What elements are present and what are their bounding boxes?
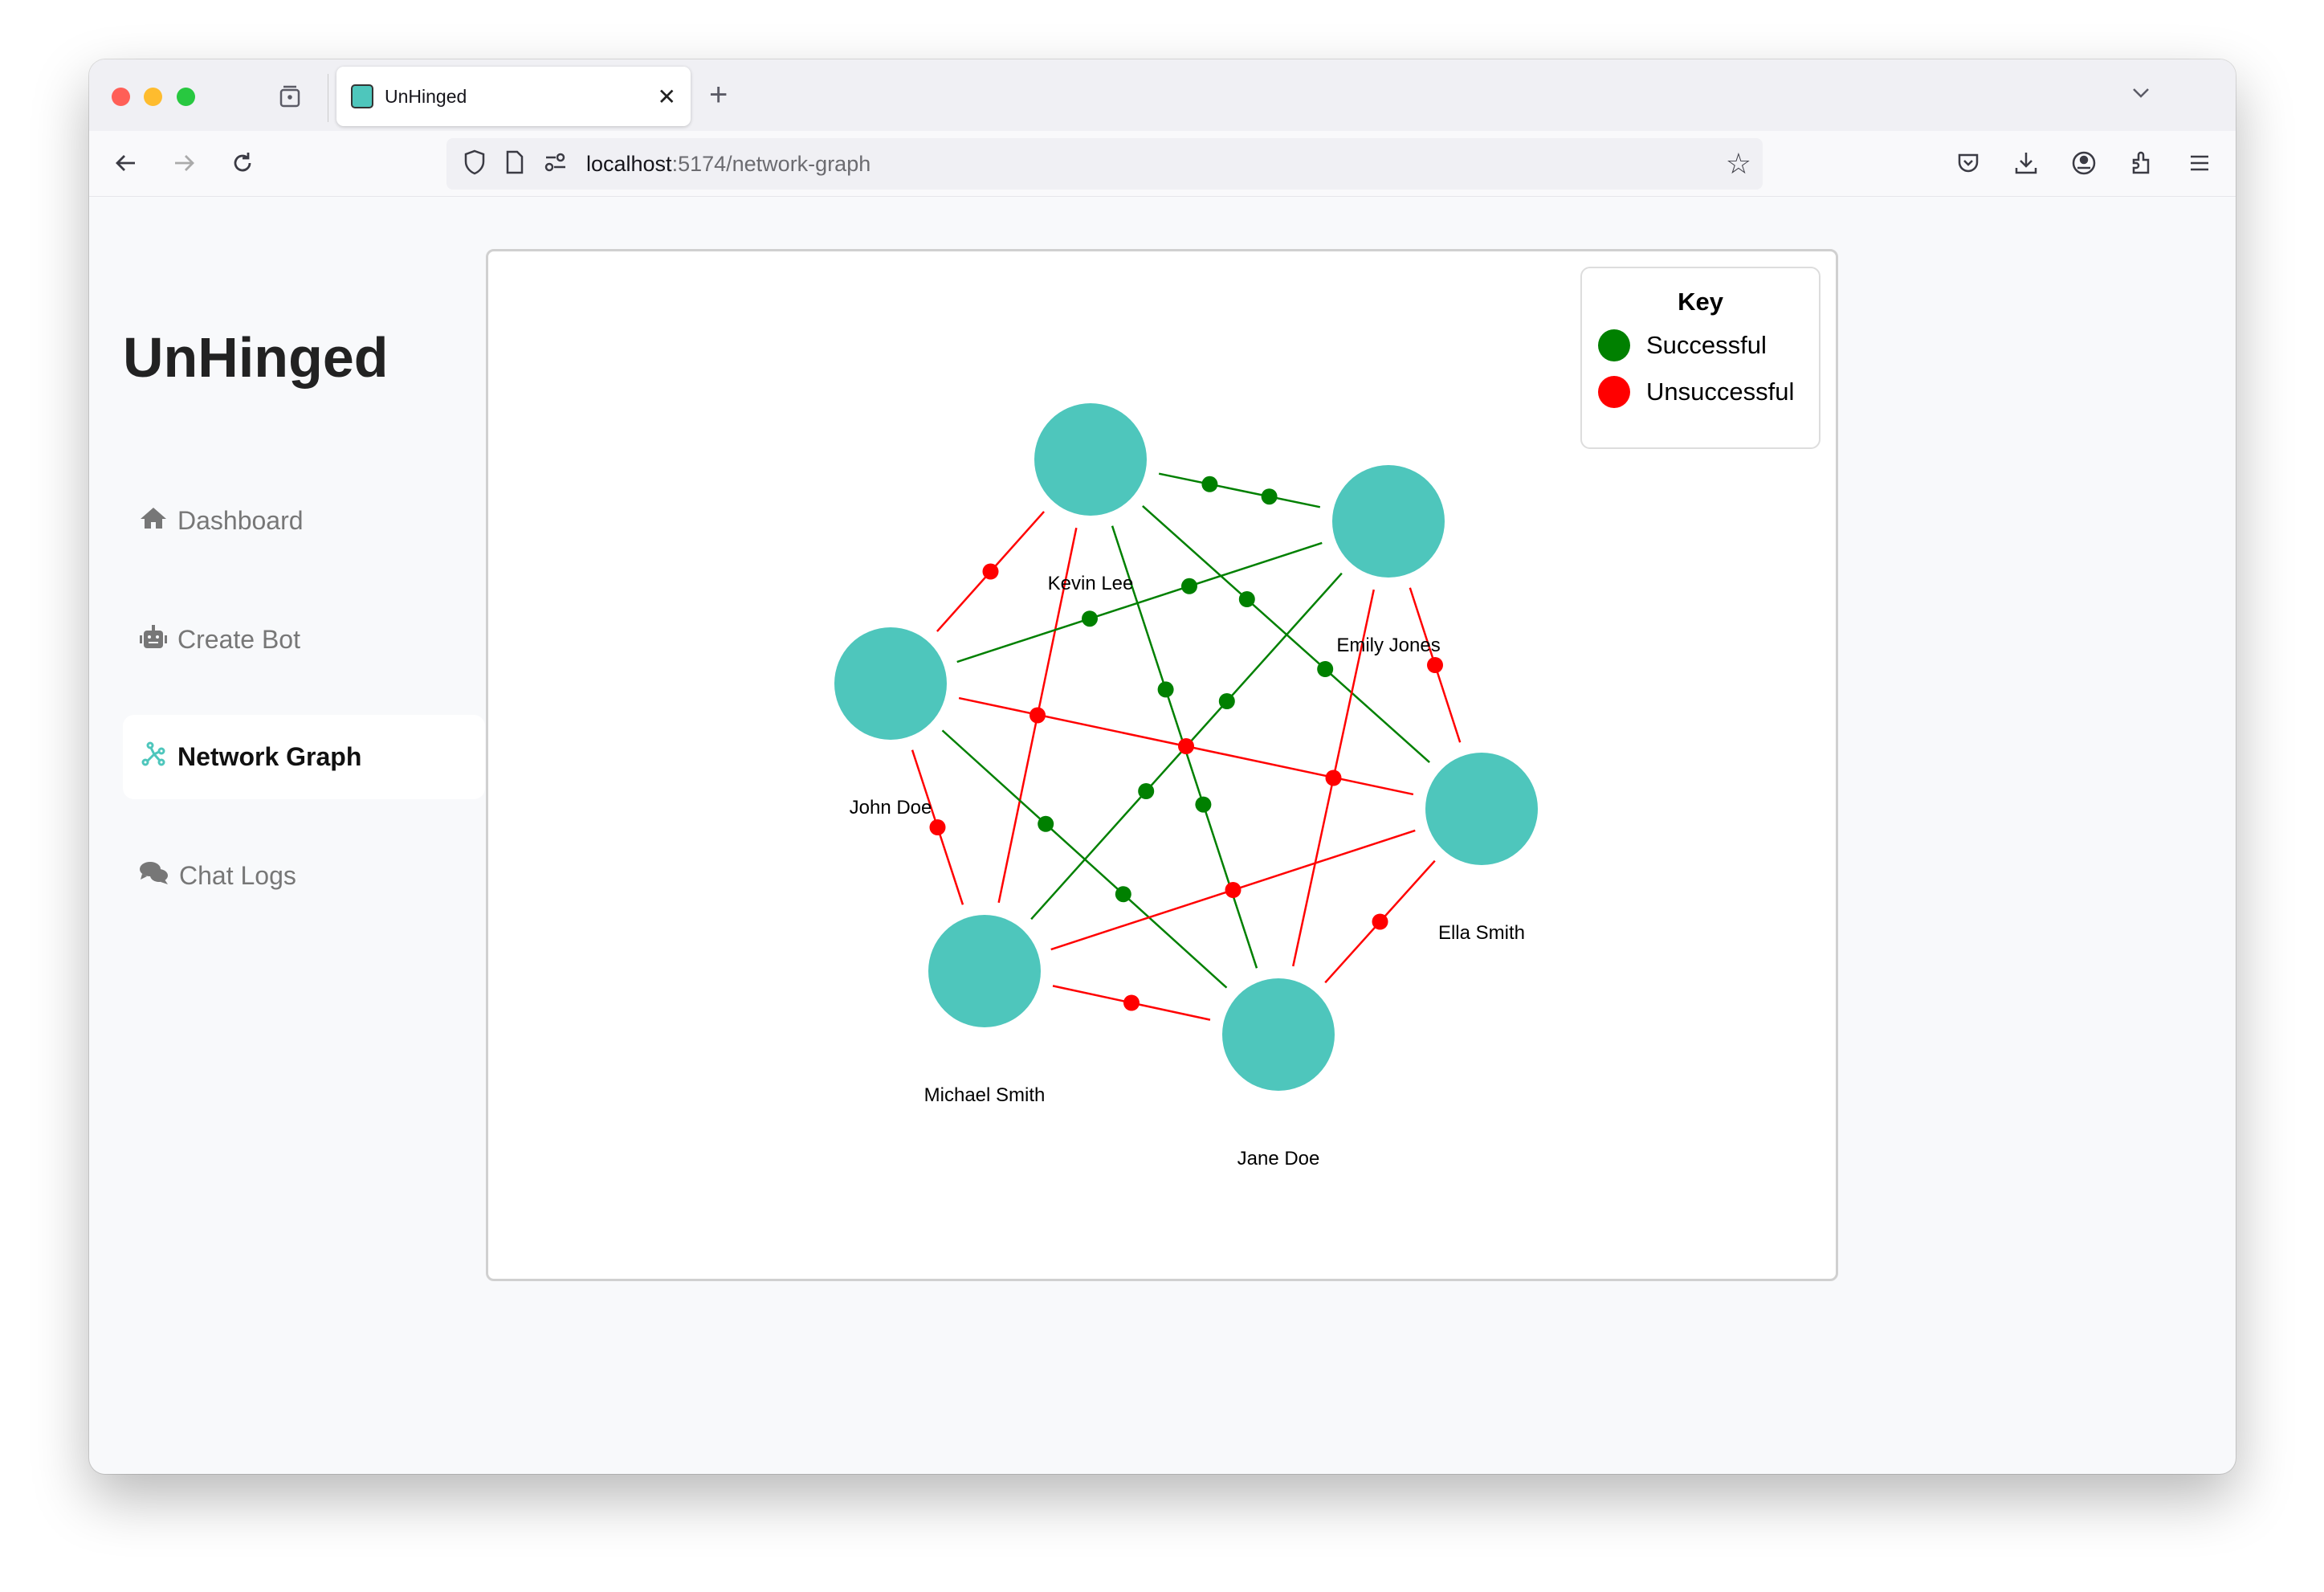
edge-marker-successful bbox=[1181, 578, 1197, 594]
edge-successful bbox=[956, 541, 1323, 663]
edge-successful bbox=[941, 729, 1228, 989]
sidebar-item-dashboard[interactable]: Dashboard bbox=[123, 479, 485, 563]
node-label: Ella Smith bbox=[1438, 922, 1525, 944]
node-label: John Doe bbox=[850, 797, 932, 818]
sidebar-item-label: Dashboard bbox=[177, 506, 304, 535]
download-icon[interactable] bbox=[2010, 147, 2042, 179]
close-window-button[interactable] bbox=[112, 88, 130, 106]
legend-item-unsuccessful: Unsuccessful bbox=[1598, 376, 1803, 408]
edge-marker-unsuccessful bbox=[1325, 769, 1342, 786]
edge-marker-unsuccessful bbox=[1123, 994, 1140, 1011]
browser-window: UnHinged ✕ + localhost:5174/network-grap… bbox=[89, 59, 2236, 1474]
robot-icon bbox=[139, 624, 168, 656]
legend-label: Unsuccessful bbox=[1646, 378, 1795, 406]
edge-marker-successful bbox=[1218, 693, 1235, 709]
account-icon[interactable] bbox=[2068, 147, 2100, 179]
edge-marker-successful bbox=[1157, 681, 1174, 698]
edge-marker-successful bbox=[1201, 476, 1218, 492]
tab-title: UnHinged bbox=[385, 85, 467, 107]
edge-marker-unsuccessful bbox=[1427, 657, 1443, 673]
bookmark-star-icon[interactable]: ☆ bbox=[1725, 147, 1751, 180]
tab-overview-icon[interactable] bbox=[275, 82, 304, 111]
address-bar[interactable]: localhost:5174/network-graph ☆ bbox=[446, 138, 1763, 190]
node[interactable] bbox=[928, 915, 1041, 1027]
close-tab-icon[interactable]: ✕ bbox=[657, 84, 676, 109]
edge-marker-successful bbox=[1317, 661, 1334, 677]
edge-marker-successful bbox=[1082, 610, 1098, 627]
edge-successful bbox=[1158, 472, 1321, 508]
shield-icon[interactable] bbox=[463, 149, 487, 180]
forward-icon[interactable] bbox=[168, 147, 200, 179]
node-label: Kevin Lee bbox=[1048, 573, 1134, 594]
edge-marker-successful bbox=[1138, 783, 1155, 799]
url-text[interactable]: localhost:5174/network-graph bbox=[586, 151, 871, 176]
menu-icon[interactable] bbox=[2183, 147, 2216, 179]
app-title: UnHinged bbox=[123, 326, 389, 389]
node[interactable] bbox=[1425, 753, 1538, 865]
robot-favicon-icon bbox=[351, 84, 373, 108]
chat-icon bbox=[139, 860, 169, 892]
tab-bar: UnHinged ✕ + bbox=[89, 59, 2236, 131]
edge-marker-unsuccessful bbox=[1225, 882, 1242, 898]
legend-item-successful: Successful bbox=[1598, 329, 1803, 361]
legend-title: Key bbox=[1678, 288, 1723, 316]
node[interactable] bbox=[1034, 403, 1147, 516]
edge-marker-unsuccessful bbox=[1372, 913, 1388, 930]
legend-swatch-successful bbox=[1598, 329, 1630, 361]
edge-marker-successful bbox=[1038, 815, 1054, 832]
edge-marker-unsuccessful bbox=[982, 563, 999, 580]
node[interactable] bbox=[1332, 465, 1445, 578]
reload-icon[interactable] bbox=[226, 147, 259, 179]
extensions-icon[interactable] bbox=[2126, 147, 2158, 179]
edge-marker-successful bbox=[1238, 591, 1255, 607]
node-label: Michael Smith bbox=[924, 1084, 1046, 1106]
new-tab-button[interactable]: + bbox=[709, 77, 728, 112]
nav-toolbar: localhost:5174/network-graph ☆ bbox=[89, 131, 2236, 197]
node[interactable] bbox=[1222, 978, 1335, 1091]
home-icon bbox=[139, 506, 168, 537]
node-label: Emily Jones bbox=[1336, 635, 1440, 656]
edge-marker-successful bbox=[1115, 886, 1131, 903]
legend-swatch-unsuccessful bbox=[1598, 376, 1630, 408]
page-icon bbox=[504, 149, 525, 179]
sidebar-item-chat-logs[interactable]: Chat Logs bbox=[123, 834, 485, 918]
minimize-window-button[interactable] bbox=[144, 88, 162, 106]
edge-marker-unsuccessful bbox=[1029, 707, 1046, 724]
permissions-icon[interactable] bbox=[543, 151, 569, 178]
edge-marker-successful bbox=[1195, 796, 1212, 813]
sidebar-item-create-bot[interactable]: Create Bot bbox=[123, 598, 485, 682]
tab-list-chevron-icon[interactable] bbox=[2129, 80, 2153, 108]
edge-marker-unsuccessful bbox=[1178, 738, 1194, 754]
edge-marker-successful bbox=[1261, 488, 1278, 505]
network-icon bbox=[139, 741, 168, 774]
legend-label: Successful bbox=[1646, 331, 1767, 359]
sidebar-item-label: Create Bot bbox=[177, 625, 300, 654]
edge-marker-unsuccessful bbox=[929, 819, 946, 835]
app-content: UnHinged Dashboard Create Bot Network Gr… bbox=[89, 197, 2236, 1474]
tab-unhinged[interactable]: UnHinged ✕ bbox=[336, 67, 691, 126]
node[interactable] bbox=[834, 627, 947, 740]
back-icon[interactable] bbox=[110, 147, 142, 179]
legend: Key Successful Unsuccessful bbox=[1580, 267, 1820, 449]
sidebar-item-label: Chat Logs bbox=[179, 861, 296, 890]
sidebar-item-label: Network Graph bbox=[177, 742, 362, 771]
sidebar-item-network-graph[interactable]: Network Graph bbox=[123, 715, 485, 799]
pocket-icon[interactable] bbox=[1952, 147, 1984, 179]
node-label: Jane Doe bbox=[1237, 1148, 1320, 1170]
maximize-window-button[interactable] bbox=[177, 88, 195, 106]
